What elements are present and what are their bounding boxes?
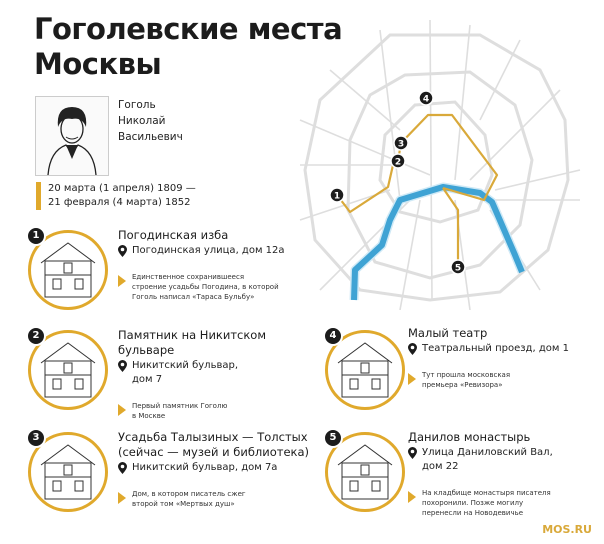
map-marker-label: 4 <box>423 95 429 105</box>
place-title-line: бульваре <box>118 343 175 357</box>
address-line: Улица Даниловский Вал, <box>422 447 553 458</box>
triangle-bullet-icon <box>408 373 416 385</box>
gogol-portrait <box>35 96 109 176</box>
location-pin-icon <box>118 360 127 377</box>
note-line: премьера «Ревизора» <box>422 381 503 389</box>
triangle-bullet-icon <box>118 275 126 287</box>
place-title-line: (сейчас — музей и библиотека) <box>118 445 310 459</box>
place-title-line: Малый театр <box>408 326 488 340</box>
map-marker[interactable] <box>393 135 409 151</box>
triangle-bullet-icon <box>408 491 416 503</box>
map-roads <box>299 20 581 310</box>
map-marker[interactable] <box>329 187 345 203</box>
river-halo <box>349 182 527 301</box>
moscow-map: 1 2 3 4 5 <box>299 20 581 310</box>
note-line: перенесли на Новодевичье <box>422 509 524 517</box>
place-title: Данилов монастырь <box>408 430 530 445</box>
place-address: Никитский бульвар, дом 7 <box>118 359 238 387</box>
map-marker-label: 2 <box>395 158 401 168</box>
patronymic: Васильевич <box>118 131 183 143</box>
note-line: Тут прошла московская <box>422 371 511 379</box>
place-note: Тут прошла московская премьера «Ревизора» <box>408 370 510 390</box>
first-name: Николай <box>118 115 166 127</box>
location-pin-icon <box>118 462 127 479</box>
place-number-badge: 1 <box>26 226 46 246</box>
life-dates: 20 марта (1 апреля) 1809 — 21 февраля (4… <box>36 182 196 210</box>
note-line: На кладбище монастыря писателя <box>422 489 551 497</box>
note-line: Единственное сохранившееся <box>132 273 245 281</box>
note-line: в Москве <box>132 412 166 420</box>
address-line: Никитский бульвар, <box>132 360 239 371</box>
place-title: Усадьба Талызиных — Толстых(сейчас — муз… <box>118 430 309 460</box>
address-line: Погодинская улица, дом 12а <box>132 245 285 256</box>
note-line: похоронили. Позже могилу <box>422 499 524 507</box>
page-title: Гоголевские места Москвы <box>34 12 343 82</box>
note-line: второй том «Мертвых душ» <box>132 500 235 508</box>
place-title-line: Погодинская изба <box>118 228 229 242</box>
river <box>351 184 525 301</box>
location-pin-icon <box>408 343 417 360</box>
person-name: Гоголь Николай Васильевич <box>118 97 183 145</box>
brand-logo[interactable]: MOS.RU <box>542 523 592 536</box>
place-title: Малый театр <box>408 326 487 341</box>
place-title-line: Памятник на Никитском <box>118 328 267 342</box>
place-illustration <box>28 330 108 410</box>
place-number-badge: 2 <box>26 326 46 346</box>
place-address: Театральный проезд, дом 1 <box>408 342 569 356</box>
title-line-1: Гоголевские места <box>34 12 343 46</box>
map-marker-label: 5 <box>455 264 461 274</box>
location-pin-icon <box>118 245 127 262</box>
place-address: Улица Даниловский Вал, дом 22 <box>408 446 553 474</box>
map-marker[interactable] <box>418 90 434 106</box>
triangle-bullet-icon <box>118 492 126 504</box>
note-line: Первый памятник Гоголю <box>132 402 228 410</box>
death-date: 21 февраля (4 марта) 1852 <box>48 197 191 208</box>
place-title: Погодинская изба <box>118 228 228 243</box>
place-note: Единственное сохранившееся строение усадь… <box>118 272 279 302</box>
map-marker[interactable] <box>390 153 406 169</box>
birth-date: 20 марта (1 апреля) 1809 — <box>48 183 196 194</box>
location-pin-icon <box>408 447 417 464</box>
place-address: Никитский бульвар, дом 7а <box>118 461 277 475</box>
triangle-bullet-icon <box>118 404 126 416</box>
address-line: Театральный проезд, дом 1 <box>422 343 569 354</box>
surname: Гоголь <box>118 99 156 111</box>
note-line: Дом, в котором писатель сжег <box>132 490 246 498</box>
note-line: строение усадьбы Погодина, в которой <box>132 283 279 291</box>
place-title-line: Усадьба Талызиных — Толстых <box>118 430 308 444</box>
place-note: Первый памятник Гоголю в Москве <box>118 401 227 421</box>
note-line: Гоголь написал «Тараса Бульбу» <box>132 293 255 301</box>
address-line: дом 22 <box>422 461 459 472</box>
map-marker-label: 3 <box>398 140 404 150</box>
place-note: На кладбище монастыря писателя похоронили… <box>408 488 551 518</box>
place-address: Погодинская улица, дом 12а <box>118 244 285 258</box>
place-number-badge: 3 <box>26 428 46 448</box>
place-number-badge: 5 <box>323 428 343 448</box>
address-line: Никитский бульвар, дом 7а <box>132 462 278 473</box>
place-note: Дом, в котором писатель сжег второй том «… <box>118 489 246 509</box>
place-title-line: Данилов монастырь <box>408 430 531 444</box>
map-marker-label: 1 <box>334 192 340 202</box>
place-number-badge: 4 <box>323 326 343 346</box>
map-marker[interactable] <box>450 259 466 275</box>
title-line-2: Москвы <box>34 47 162 81</box>
address-line: дом 7 <box>132 374 163 385</box>
